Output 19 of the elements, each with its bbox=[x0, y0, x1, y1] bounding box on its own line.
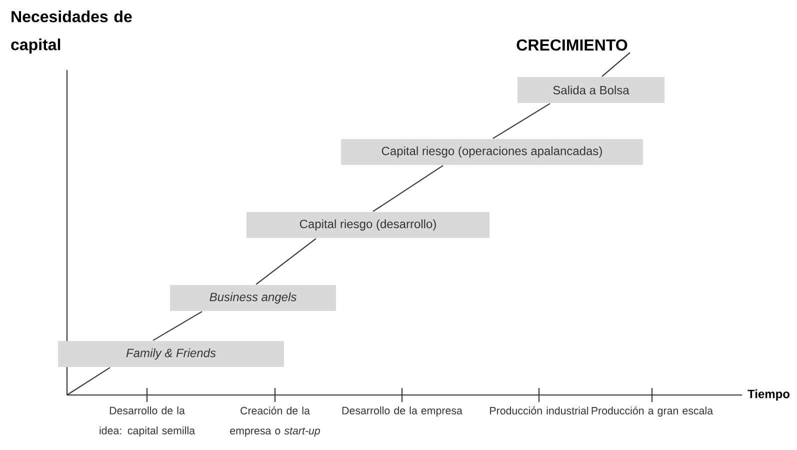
connector-line bbox=[256, 238, 316, 285]
tick-label: Desarrollo de la empresa bbox=[342, 406, 462, 416]
connector-line bbox=[602, 52, 630, 77]
tick-label: Creación de la empresa o start-up bbox=[230, 406, 320, 437]
stage-box: Capital riesgo (operaciones apalancadas) bbox=[341, 139, 643, 165]
connector-line bbox=[152, 311, 202, 341]
axis-title: Necesidades de capital bbox=[11, 10, 132, 54]
stage-box: Family & Friends bbox=[58, 341, 284, 367]
stage-box: Business angels bbox=[170, 285, 336, 311]
stage-box: Capital riesgo (desarrollo) bbox=[246, 212, 490, 238]
connector-line bbox=[66, 367, 110, 396]
tick-label: Desarrollo de la idea: capital semilla bbox=[100, 406, 196, 436]
connector-line bbox=[492, 103, 550, 139]
heading-text: CRECIMIENTO bbox=[516, 39, 628, 51]
tick-label: Producción a gran escala bbox=[592, 406, 714, 417]
axis-title: Tiempo bbox=[748, 389, 790, 401]
stage-box: Salida a Bolsa bbox=[518, 77, 664, 103]
connector-line bbox=[372, 165, 444, 212]
tick-label: Producción industrial bbox=[490, 406, 588, 414]
